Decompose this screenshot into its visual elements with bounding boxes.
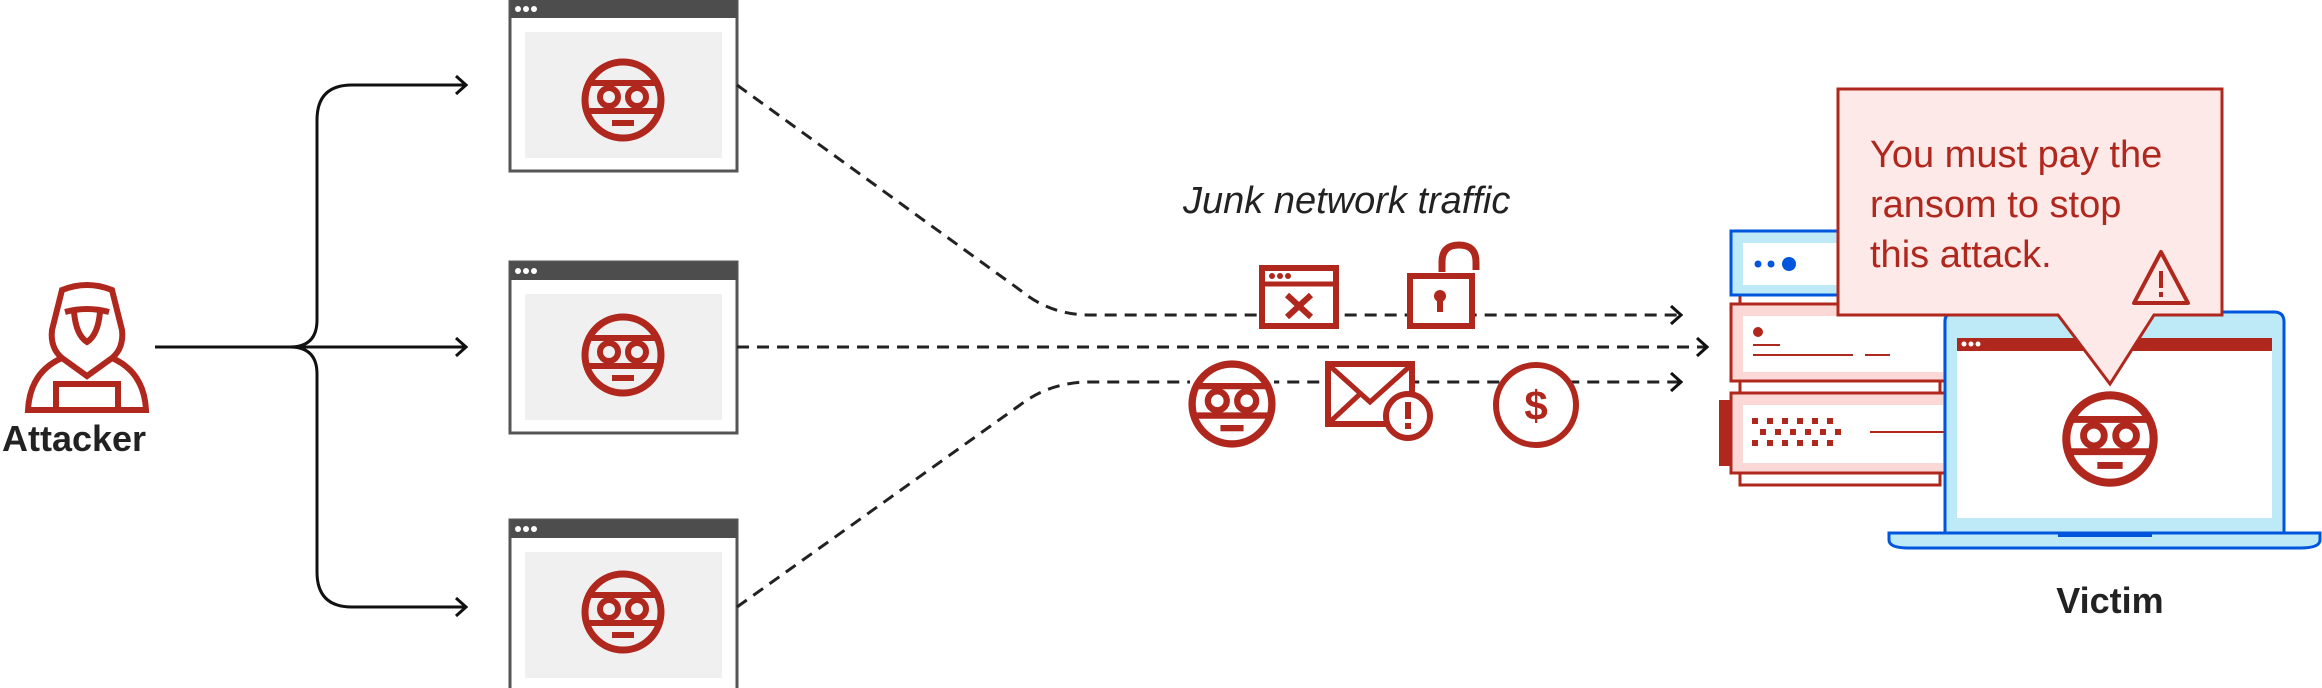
ransom-callout: You must pay the ransom to stop this att… [1836, 87, 2224, 387]
svg-text:$: $ [1524, 382, 1547, 429]
bot-window [508, 518, 739, 688]
bot-window [508, 260, 739, 435]
attacker-label: Attacker [2, 418, 146, 459]
hooded-attacker-icon [24, 282, 150, 413]
ransom-message-line: You must pay the [1870, 134, 2162, 176]
ransom-message-line: ransom to stop [1870, 184, 2121, 226]
bot-face-icon [1190, 362, 1274, 446]
browser-error-icon [1259, 265, 1339, 329]
junk-traffic-label: Junk network traffic [1182, 180, 1510, 222]
email-alert-icon [1325, 361, 1433, 441]
junk-traffic-lines [736, 83, 1707, 609]
unlocked-padlock-icon [1407, 241, 1480, 329]
victim-label: Victim [2056, 580, 2163, 621]
ransom-message-line: this attack. [1870, 234, 2052, 276]
dollar-coin-icon: $ [1493, 362, 1579, 448]
victim-servers [1719, 229, 1951, 487]
command-arrows [155, 85, 466, 607]
warning-triangle-icon [2132, 250, 2190, 305]
